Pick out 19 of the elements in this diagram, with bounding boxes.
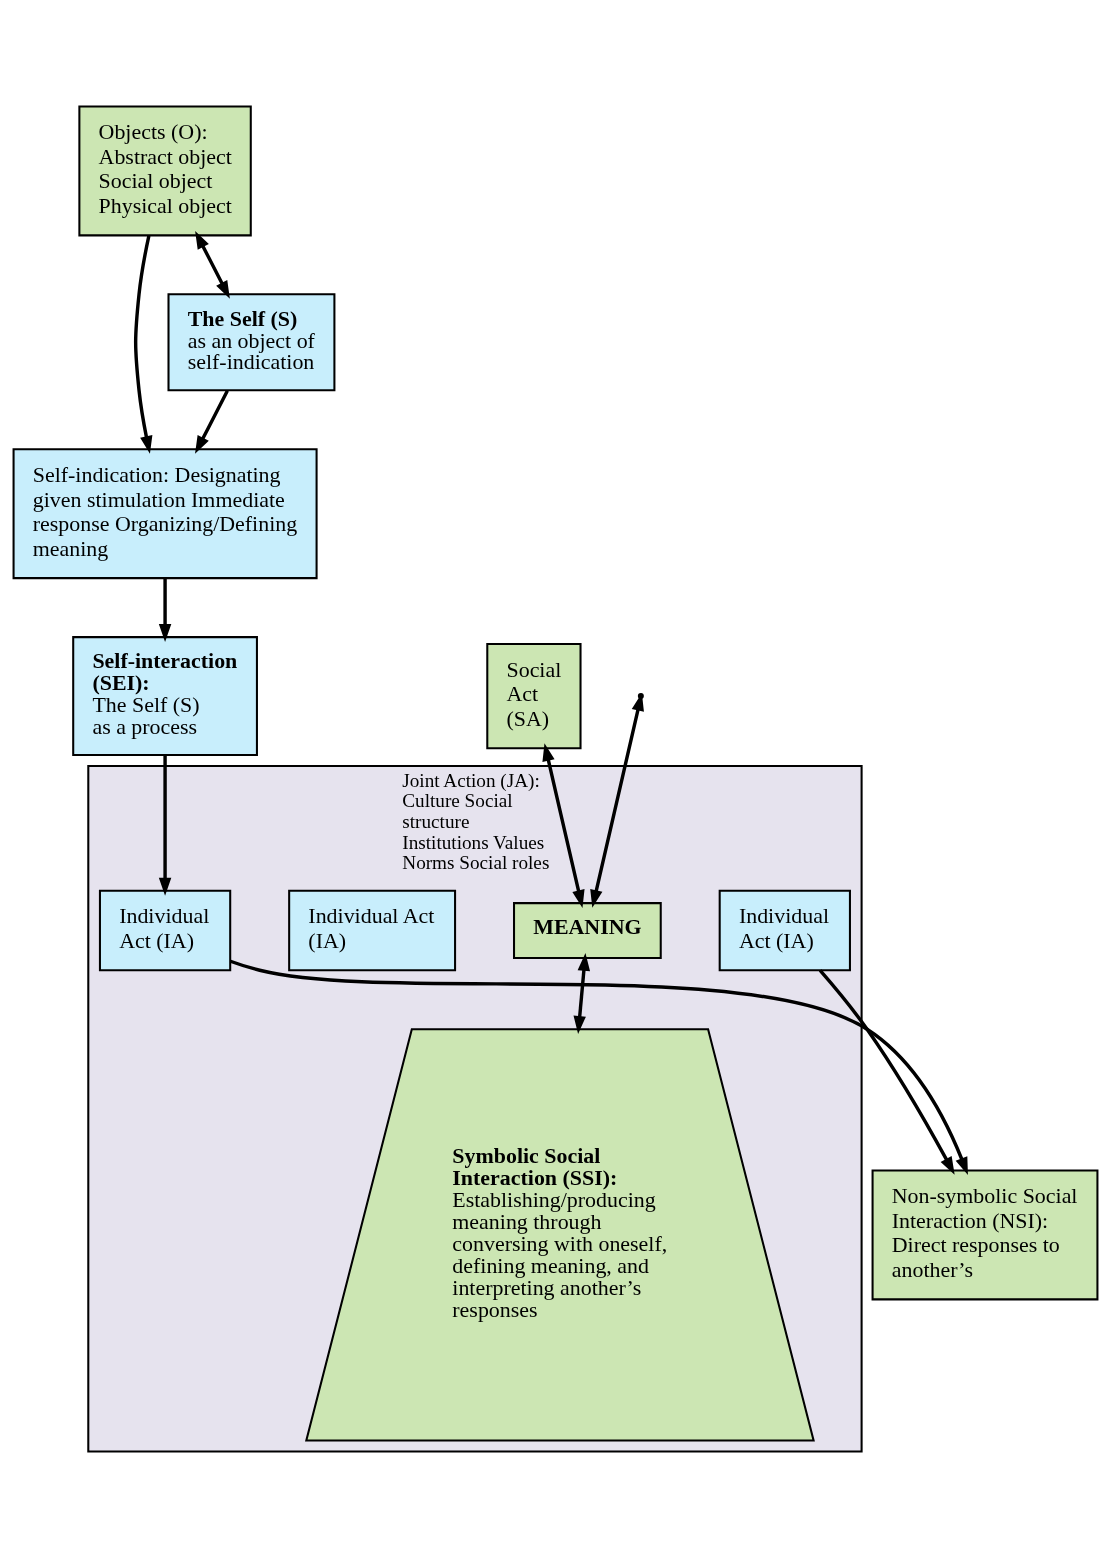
arrow: [158, 754, 172, 896]
node-box: Self-interaction (SEI): The Self (S) as a process: [72, 635, 258, 756]
node-box: Social Act (SA): [486, 642, 582, 749]
node-box: Self-indication: Designating given stimulation Immediate response Organizing/Defining meaning: [12, 447, 318, 579]
node-box: Non-symbolic Social Interaction (NSI): Direct responses to another’s: [871, 1168, 1099, 1300]
arrow: [133, 235, 153, 454]
arrow: [158, 577, 172, 642]
arrow: [573, 952, 591, 1034]
arrow: [818, 968, 955, 1175]
node-box: Individual Act (IA): [718, 889, 851, 971]
arrow: [195, 389, 229, 454]
arrow: [195, 230, 230, 299]
node-box: Individual Act (IA): [98, 889, 232, 971]
arrow: [542, 742, 585, 908]
node-box: MEANING: [513, 901, 662, 959]
node-box: Objects (O): Abstract object Social object Physical object: [78, 104, 252, 236]
node-box: Individual Act (IA): [288, 889, 457, 971]
arrow: [229, 959, 968, 1175]
node-box: The Self (S) as an object of self-indication: [167, 292, 336, 391]
